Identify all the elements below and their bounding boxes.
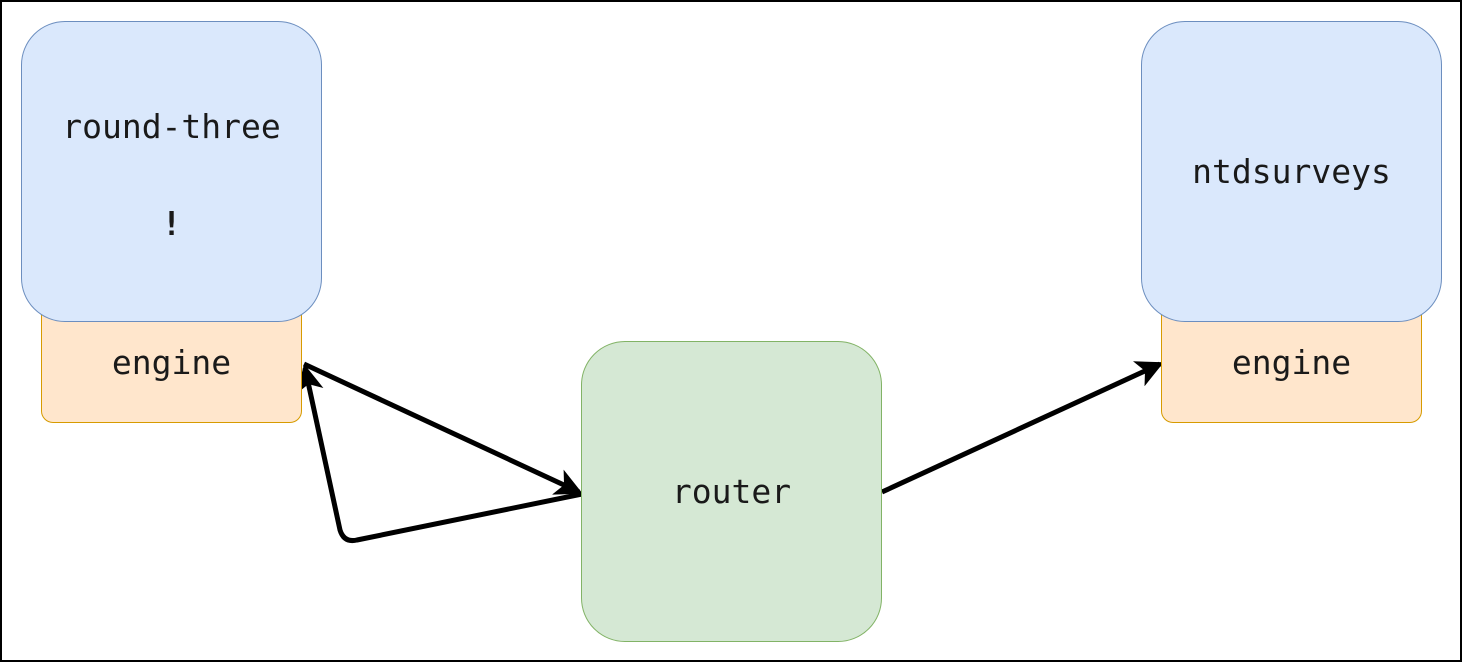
round-three-service-node[interactable]: round-three ! (21, 21, 322, 322)
ntdsurveys-label: ntdsurveys (1192, 152, 1391, 191)
ntdsurveys-service-node[interactable]: ntdsurveys (1141, 21, 1442, 322)
router-label: router (671, 472, 792, 511)
edge-router-to-right-engine (880, 361, 1164, 495)
warning-icon: ! (161, 203, 182, 243)
edge-router-to-engine (296, 363, 583, 543)
round-three-label: round-three (62, 106, 281, 146)
left-engine-label: engine (111, 343, 232, 382)
right-engine-label: engine (1231, 343, 1352, 382)
router-node[interactable]: router (581, 341, 882, 642)
edge-engine-to-router (302, 361, 583, 495)
